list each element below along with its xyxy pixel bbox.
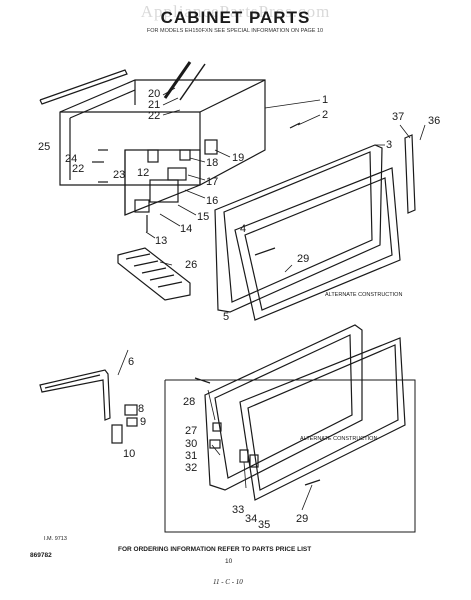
callout-24: 24 bbox=[65, 153, 77, 165]
callout-27: 27 bbox=[185, 425, 197, 437]
callout-labels: 1 2 3 4 5 6 8 9 10 12 13 14 15 16 17 18 … bbox=[38, 88, 440, 531]
shelf-rods bbox=[163, 61, 206, 101]
callout-33: 33 bbox=[232, 504, 244, 516]
callout-6: 6 bbox=[128, 356, 134, 368]
callout-3: 3 bbox=[386, 139, 392, 151]
callout-14: 14 bbox=[180, 223, 192, 235]
callout-2: 2 bbox=[322, 109, 328, 121]
callout-1: 1 bbox=[322, 94, 328, 106]
leader-lines bbox=[117, 87, 426, 511]
callout-31: 31 bbox=[185, 450, 197, 462]
callout-4: 4 bbox=[240, 223, 246, 235]
callout-28: 28 bbox=[183, 396, 195, 408]
callout-29-lower: 29 bbox=[296, 513, 308, 525]
callout-35: 35 bbox=[258, 519, 270, 531]
figure-code: I.M. 9713 bbox=[44, 536, 67, 542]
lower-door-panel bbox=[239, 337, 406, 501]
callout-34: 34 bbox=[245, 513, 257, 525]
alternate-construction-label-upper: ALTERNATE CONSTRUCTION bbox=[325, 292, 402, 298]
cabinet-box bbox=[59, 79, 266, 216]
callout-36: 36 bbox=[428, 115, 440, 127]
ordering-information-note: FOR ORDERING INFORMATION REFER TO PARTS … bbox=[118, 546, 312, 553]
callout-32: 32 bbox=[185, 462, 197, 474]
hinge-strip bbox=[404, 134, 416, 214]
callout-23: 23 bbox=[113, 169, 125, 181]
callout-30: 30 bbox=[185, 438, 197, 450]
callout-16: 16 bbox=[206, 195, 218, 207]
callout-26: 26 bbox=[185, 259, 197, 271]
control-bracket bbox=[92, 122, 301, 232]
callout-37: 37 bbox=[392, 111, 404, 123]
louvre-panel bbox=[117, 247, 191, 301]
upper-door-panel bbox=[234, 167, 401, 321]
callout-10: 10 bbox=[123, 448, 135, 460]
callout-22-upper: 22 bbox=[148, 110, 160, 122]
callout-13: 13 bbox=[155, 235, 167, 247]
callout-5: 5 bbox=[223, 311, 229, 323]
callout-21: 21 bbox=[148, 99, 160, 111]
watermark-text: AppliancePartsPros.com bbox=[140, 2, 331, 21]
page-title: CABINET PARTS bbox=[160, 8, 311, 27]
page-number: 10 bbox=[225, 558, 233, 565]
callout-17: 17 bbox=[206, 176, 218, 188]
callout-29-upper: 29 bbox=[297, 253, 309, 265]
callout-9: 9 bbox=[140, 416, 146, 428]
lower-assembly-frame bbox=[164, 379, 416, 533]
callout-12: 12 bbox=[137, 167, 149, 179]
callout-25: 25 bbox=[38, 141, 50, 153]
callout-20: 20 bbox=[148, 88, 160, 100]
callout-15: 15 bbox=[197, 211, 209, 223]
callout-18: 18 bbox=[206, 157, 218, 169]
handwritten-date: 11 - C - 10 bbox=[213, 578, 243, 586]
callout-19: 19 bbox=[232, 152, 244, 164]
document-number: 869782 bbox=[30, 552, 52, 559]
kick-rail bbox=[39, 369, 111, 421]
trim-strip bbox=[39, 69, 128, 105]
callout-22-lower: 22 bbox=[72, 163, 84, 175]
callout-8: 8 bbox=[138, 403, 144, 415]
alternate-construction-label-lower: ALTERNATE CONSTRUCTION bbox=[300, 436, 377, 442]
lower-door-frame bbox=[204, 324, 363, 491]
page-subtitle: FOR MODELS EH150FXN SEE SPECIAL INFORMAT… bbox=[146, 28, 324, 34]
rail-hardware bbox=[111, 404, 138, 444]
